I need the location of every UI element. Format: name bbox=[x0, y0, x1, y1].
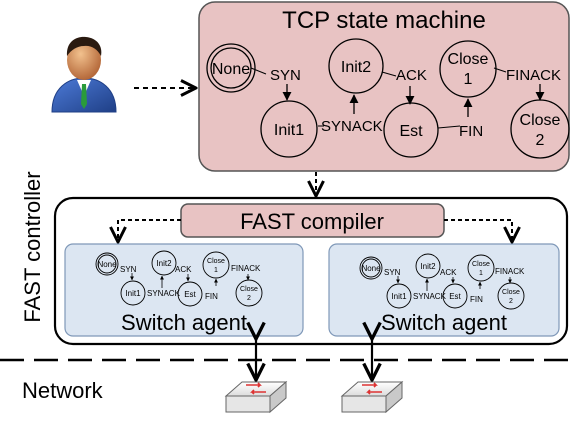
mini-state-close2-line2: 2 bbox=[509, 298, 513, 305]
compiler-to-agent2-arrow bbox=[444, 219, 512, 242]
switch-agent-1-label: Switch agent bbox=[121, 310, 247, 335]
switch-agent-2: None Init1 Init2 Est Close 1 Close 2 SYN… bbox=[328, 243, 560, 337]
state-close1-label-line2: 1 bbox=[464, 71, 473, 88]
fast-compiler-label: FAST compiler bbox=[240, 209, 384, 234]
switch-agent-2-label: Switch agent bbox=[381, 310, 507, 335]
state-close1: Close 1 bbox=[439, 40, 497, 98]
switch-icon bbox=[340, 380, 404, 414]
mini-edge-finack: FINACK bbox=[231, 264, 261, 273]
user-icon bbox=[51, 36, 117, 113]
switch-agent-1: None Init1 Init2 Est Close 1 Close 2 SYN… bbox=[64, 243, 304, 337]
mini-state-none: None bbox=[361, 264, 381, 273]
mini-state-close1-line2: 1 bbox=[214, 267, 218, 274]
mini-edge-fin: FIN bbox=[470, 295, 483, 304]
edge-label-fin: FIN bbox=[459, 123, 483, 140]
tsm-box bbox=[198, 1, 570, 172]
compiler-to-agent1-arrow bbox=[118, 219, 181, 242]
edge-label-ack: ACK bbox=[396, 67, 427, 84]
state-none: None bbox=[206, 43, 256, 93]
mini-state-init2: Init2 bbox=[420, 262, 436, 271]
mini-state-close1-line2: 1 bbox=[479, 270, 483, 277]
switch-icon bbox=[224, 380, 288, 414]
mini-state-close2-line1: Close bbox=[240, 286, 258, 293]
mini-state-close2-line2: 2 bbox=[247, 295, 251, 302]
mini-state-none: None bbox=[97, 260, 117, 269]
mini-edge-syn: SYN bbox=[120, 265, 137, 274]
state-init1-label: Init1 bbox=[274, 122, 304, 139]
mini-edge-finack: FINACK bbox=[495, 267, 525, 276]
state-est: Est bbox=[383, 102, 439, 158]
state-init2-label: Init2 bbox=[341, 59, 371, 76]
mini-edge-syn: SYN bbox=[384, 268, 401, 277]
mini-state-machine: None Init1 Init2 Est Close 1 Close 2 SYN… bbox=[95, 250, 263, 307]
mini-state-init1: Init1 bbox=[391, 292, 407, 301]
mini-edge-ack: ACK bbox=[440, 268, 457, 277]
mini-state-machine: None Init1 Init2 Est Close 1 Close 2 SYN… bbox=[359, 253, 525, 310]
edge-label-synack: SYNACK bbox=[321, 118, 383, 135]
mini-edge-synack: SYNACK bbox=[147, 289, 181, 298]
network-label: Network bbox=[22, 378, 104, 403]
mini-edge-synack: SYNACK bbox=[413, 292, 447, 301]
tcp-state-machine: TCP state machine None Init1 Init2 Est bbox=[198, 1, 570, 172]
mini-state-init2: Init2 bbox=[156, 259, 172, 268]
switch-agent-2-box bbox=[328, 243, 560, 337]
fast-controller-label: FAST controller bbox=[20, 171, 45, 322]
tsm-title: TCP state machine bbox=[282, 7, 486, 34]
state-close2-label-line1: Close bbox=[520, 112, 561, 129]
mini-state-close1-line1: Close bbox=[207, 258, 225, 265]
switch-agent-1-box bbox=[64, 243, 304, 337]
mini-edge-fin: FIN bbox=[205, 292, 218, 301]
mini-state-init1: Init1 bbox=[125, 289, 141, 298]
state-init2: Init2 bbox=[328, 38, 384, 94]
state-none-label: None bbox=[212, 61, 250, 78]
edge-label-syn: SYN bbox=[270, 67, 301, 84]
mini-state-est: Est bbox=[184, 290, 196, 299]
mini-edge-ack: ACK bbox=[175, 265, 192, 274]
mini-state-close2-line1: Close bbox=[502, 289, 520, 296]
state-init1: Init1 bbox=[260, 100, 318, 158]
mini-state-close1-line1: Close bbox=[472, 261, 490, 268]
mini-state-est: Est bbox=[449, 292, 461, 301]
state-close2-label-line2: 2 bbox=[536, 132, 545, 149]
state-close2: Close 2 bbox=[510, 99, 570, 159]
edge-label-finack: FINACK bbox=[506, 67, 561, 84]
state-close1-label-line1: Close bbox=[448, 51, 489, 68]
state-est-label: Est bbox=[399, 123, 423, 140]
